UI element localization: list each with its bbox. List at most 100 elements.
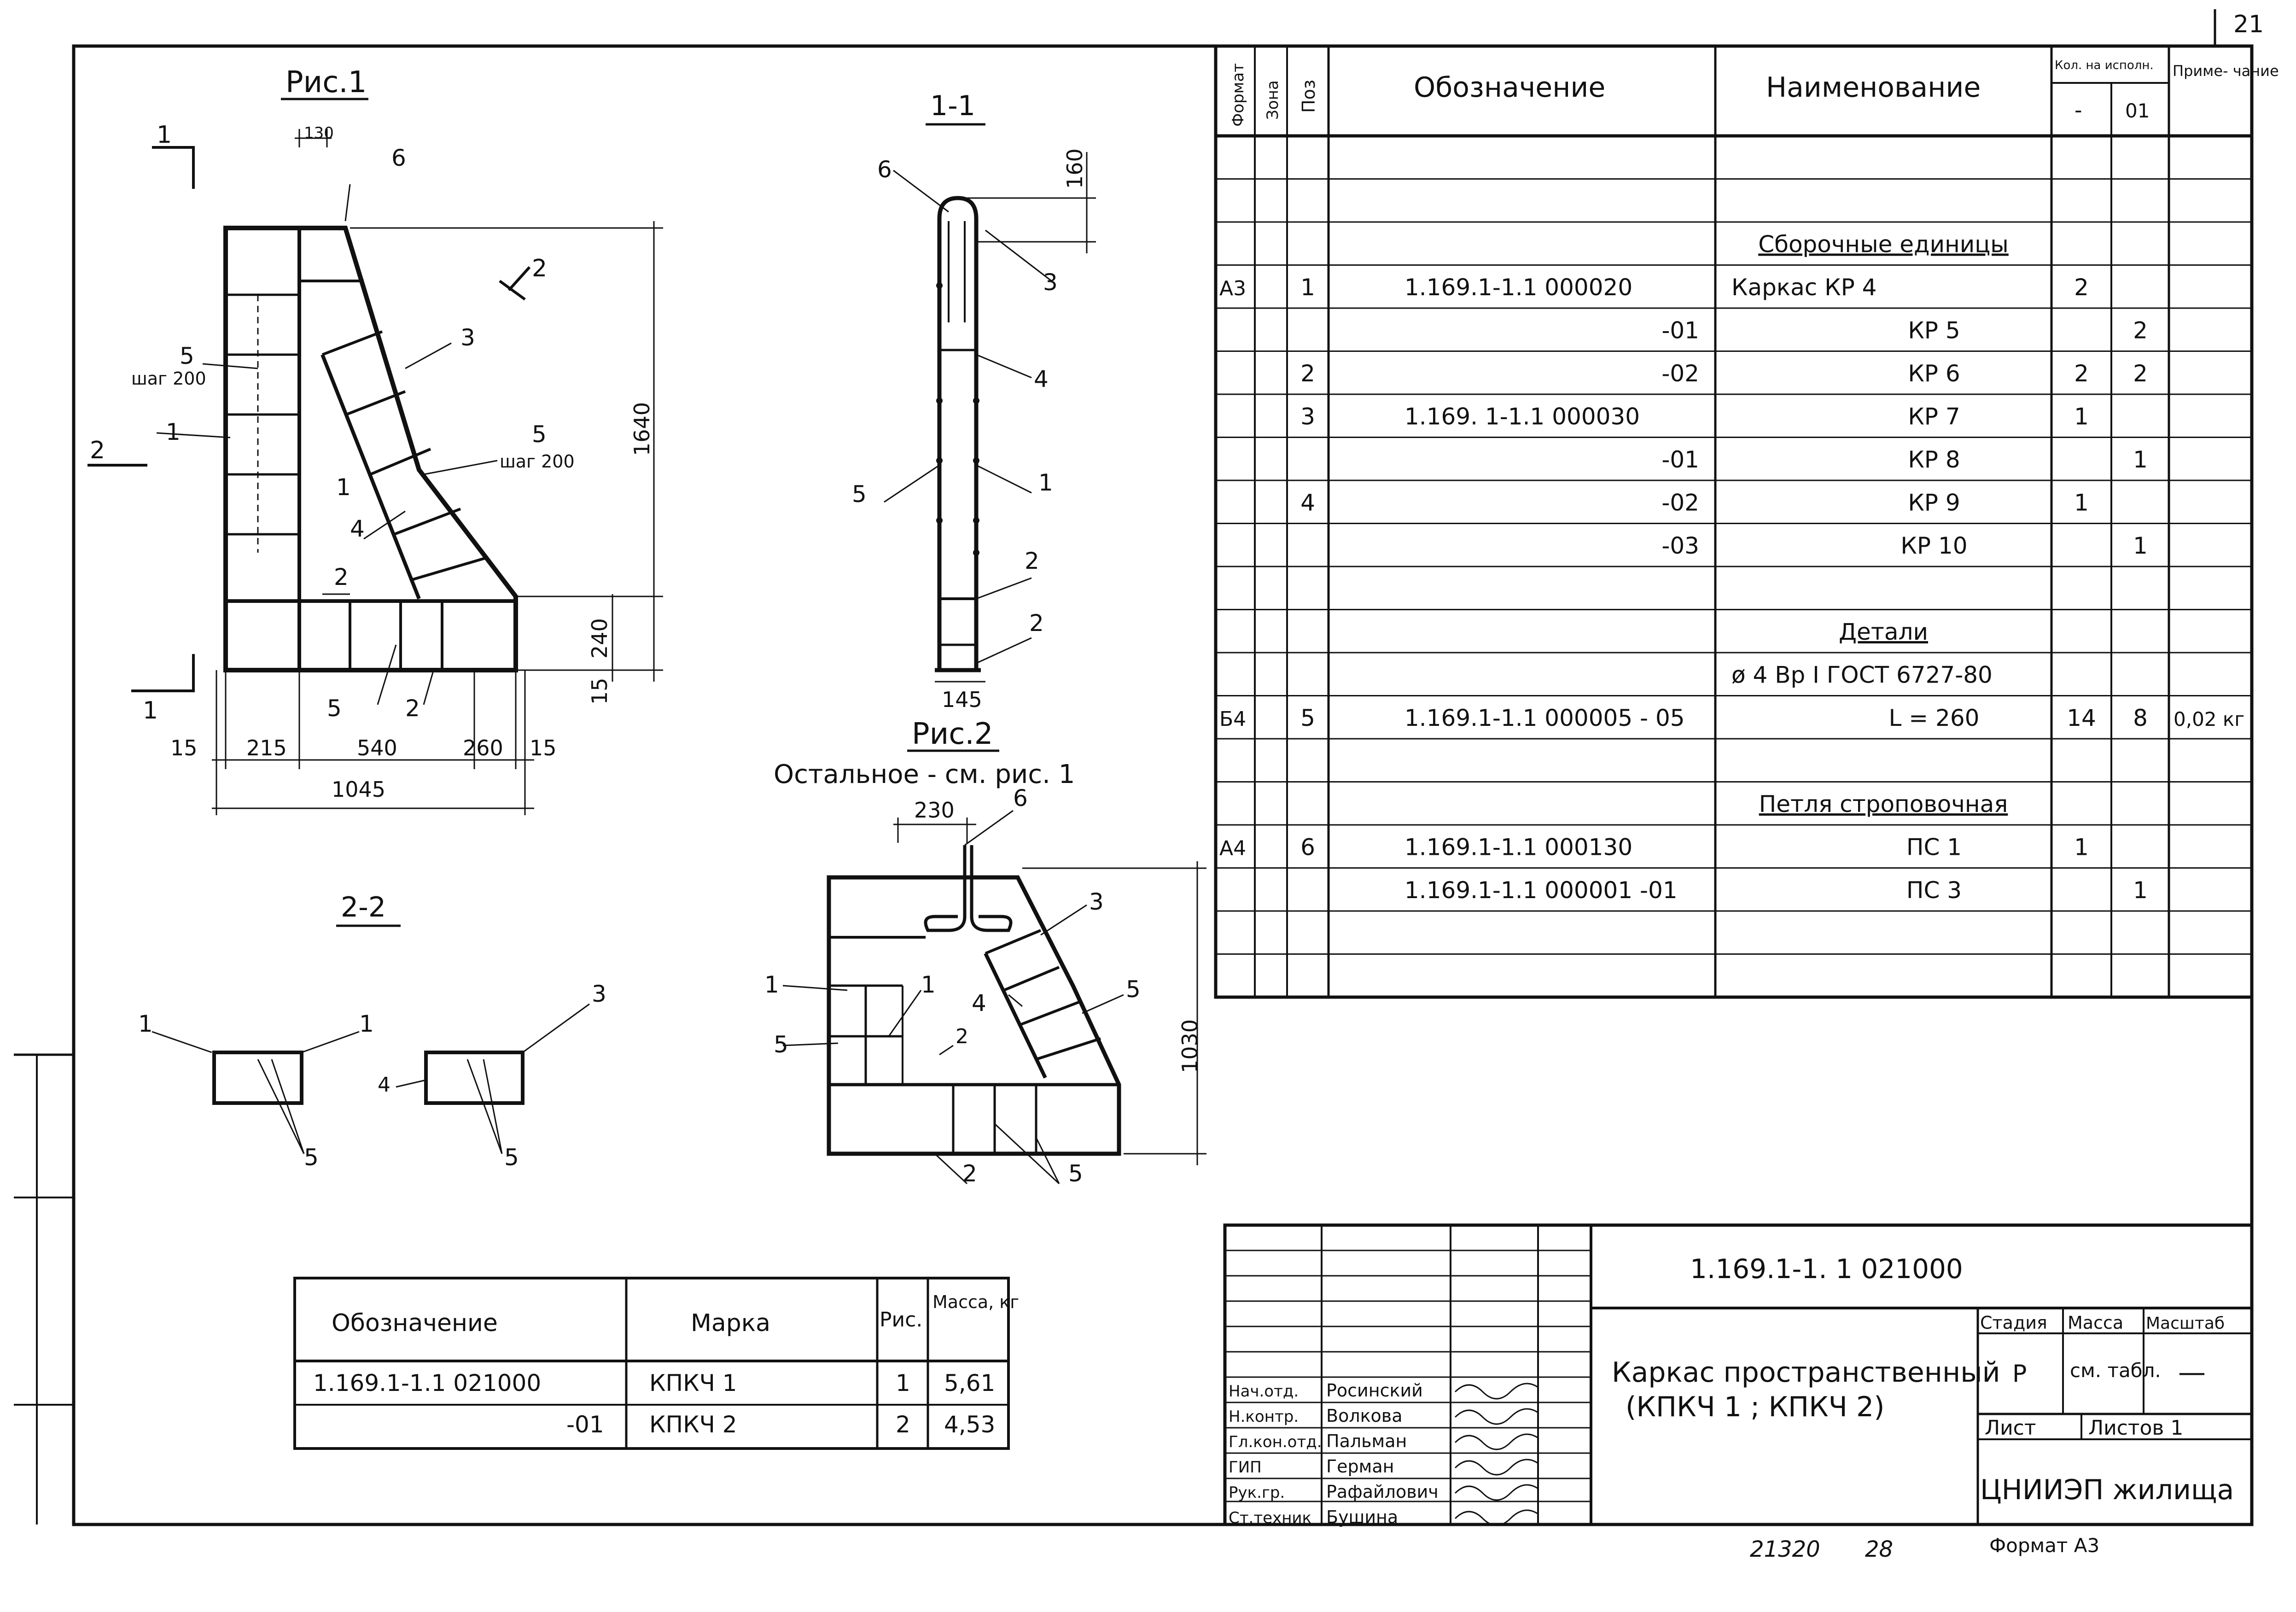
spec-row-12-name: Детали [1839, 619, 1928, 645]
spec-row-10-designation: -03 [1661, 532, 1699, 559]
marks-row-2-mass: 4,53 [944, 1411, 995, 1438]
signature-scribble [1454, 1408, 1538, 1425]
fig1-dim-bottom: 15 [587, 678, 612, 705]
fig2-dim-height: 1030 [1177, 1019, 1202, 1073]
spec-row-5-name: КР 5 [1908, 317, 1960, 344]
fig1-pos-2-top: 2 [334, 564, 349, 590]
sec11-pos-5: 5 [852, 481, 867, 508]
title-line-1: Каркас пространственный [1612, 1356, 2000, 1389]
fig1-pos-1-a: 1 [166, 419, 181, 445]
title-block-grid [1223, 1223, 2254, 1526]
person-name: Герман [1326, 1456, 1394, 1477]
spec-row-18-designation: 1.169.1-1.1 000001 -01 [1404, 877, 1678, 904]
fig1-dim-total: 1045 [332, 777, 385, 802]
fig1-dim-b3: 540 [357, 736, 397, 760]
footer-page: 28 [1865, 1536, 1893, 1562]
title-stage: Р [2012, 1360, 2027, 1388]
person-role: Ст.техник [1229, 1509, 1311, 1527]
footer-format: Формат А3 [1989, 1534, 2099, 1557]
fig2-pos-1-a: 1 [764, 971, 779, 998]
signature-scribble [1454, 1433, 1538, 1450]
spec-header-format: Формат [1229, 63, 1247, 127]
sec11-dim-top: 160 [1062, 148, 1087, 189]
spec-row-4-format: А3 [1219, 277, 1246, 300]
spec-row-6-qa: 2 [2074, 360, 2089, 387]
fig1-pos-1-b: 1 [336, 474, 351, 501]
person-name: Рафайлович [1326, 1482, 1439, 1502]
marks-row-2-mark: КПКЧ 2 [649, 1411, 737, 1438]
spec-row-14-pos: 5 [1300, 705, 1315, 731]
fig1-pos-4: 4 [350, 515, 365, 542]
title-sheet-label: Лист [1985, 1416, 2036, 1440]
spec-row-6-pos: 2 [1300, 360, 1315, 387]
spec-row-8-designation: -01 [1661, 446, 1699, 473]
spec-row-6-name: КР 6 [1908, 360, 1960, 387]
fig1-pos-5-left: 5 [180, 343, 194, 369]
sec11-pos-2-a: 2 [1025, 548, 1039, 574]
person-role: Гл.кон.отд. [1229, 1433, 1322, 1451]
spec-row-7-pos: 3 [1300, 403, 1315, 430]
section-1-1-drawing: 1-1 [884, 90, 1096, 683]
person-name: Волкова [1326, 1406, 1403, 1426]
spec-header-qty-b: 01 [2125, 99, 2150, 122]
fig1-pos-5-right: 5 [532, 421, 547, 448]
fig1-dim-b4: 260 [463, 736, 503, 760]
marks-header-mark: Марка [691, 1309, 770, 1337]
fig1-dim-b5: 15 [530, 736, 557, 760]
spec-row-4-qa: 2 [2074, 274, 2089, 301]
fig1-step-left: шаг 200 [131, 368, 206, 389]
sec22-pos-1-left: 1 [138, 1010, 153, 1037]
spec-row-13-name: ø 4 Вр I ГОСТ 6727-80 [1731, 662, 1993, 689]
spec-row-10-name: КР 10 [1900, 532, 1967, 559]
fig1-title: Рис.1 [286, 65, 367, 99]
spec-row-17-format: А4 [1219, 837, 1246, 860]
fig2-dim-width: 230 [914, 798, 955, 823]
fig2-pos-3: 3 [1089, 888, 1104, 915]
fig2-pos-5-right: 5 [1126, 976, 1141, 1003]
fig2-pos-1-b: 1 [921, 971, 936, 998]
spec-row-9-designation: -02 [1661, 490, 1699, 516]
sec11-pos-2-b: 2 [1029, 610, 1044, 637]
title-code: 1.169.1-1. 1 021000 [1690, 1253, 1963, 1285]
spec-row-14-qa: 14 [2067, 705, 2096, 731]
title-line-2: (КПКЧ 1 ; КПКЧ 2) [1626, 1391, 1885, 1423]
spec-row-8-name: КР 8 [1908, 446, 1960, 473]
title-people: Нач.отд.РосинскийН.контр.ВолковаГл.кон.о… [1229, 1380, 1538, 1527]
fig2-pos-2-mid: 2 [956, 1025, 968, 1048]
spec-row-9-qa: 1 [2074, 490, 2089, 516]
spec-row-3-name: Сборочные единицы [1758, 231, 2009, 258]
spec-row-4-name: Каркас КР 4 [1731, 274, 1876, 301]
signature-scribble [1454, 1383, 1538, 1400]
spec-row-7-name: КР 7 [1908, 403, 1960, 430]
fig1-pos-6: 6 [391, 145, 406, 171]
fig2-pos-5-bottom: 5 [1068, 1160, 1083, 1187]
fig1-pos-3: 3 [460, 324, 475, 351]
spec-row-17-qa: 1 [2074, 834, 2089, 861]
fig1-section-marker-2-left: 2 [90, 437, 105, 464]
marks-row-1-designation: 1.169.1-1.1 021000 [313, 1370, 541, 1396]
sec11-pos-3: 3 [1043, 269, 1058, 296]
marks-header-fig: Рис. [880, 1308, 922, 1332]
person-role: Рук.гр. [1229, 1484, 1285, 1502]
spec-header-pos: Поз [1299, 80, 1319, 113]
marks-row-2-fig: 2 [896, 1411, 910, 1438]
spec-header-qty: Кол. на исполн. [2055, 58, 2154, 72]
marks-header-designation: Обозначение [332, 1309, 498, 1337]
spec-header-name: Наименование [1766, 71, 1981, 104]
sec22-pos-3: 3 [592, 981, 606, 1007]
section-2-2-title: 2-2 [341, 891, 386, 923]
sec22-pos-5-left: 5 [304, 1144, 319, 1171]
spec-header-note: Приме- чание [2173, 62, 2279, 80]
title-scale-label: Масштаб [2146, 1314, 2225, 1333]
spec-header-zone: Зона [1264, 80, 1282, 120]
footer-number: 21320 [1750, 1536, 1820, 1562]
spec-header-designation: Обозначение [1414, 71, 1605, 104]
marks-row-1-fig: 1 [896, 1370, 910, 1396]
spec-row-9-name: КР 9 [1908, 490, 1960, 516]
spec-row-14-name: L = 260 [1889, 705, 1980, 731]
marks-row-2-designation: -01 [566, 1411, 604, 1438]
spec-row-17-name: ПС 1 [1906, 834, 1962, 861]
title-scale: — [2178, 1356, 2206, 1389]
fig1-section-marker-1-top: 1 [157, 121, 172, 149]
